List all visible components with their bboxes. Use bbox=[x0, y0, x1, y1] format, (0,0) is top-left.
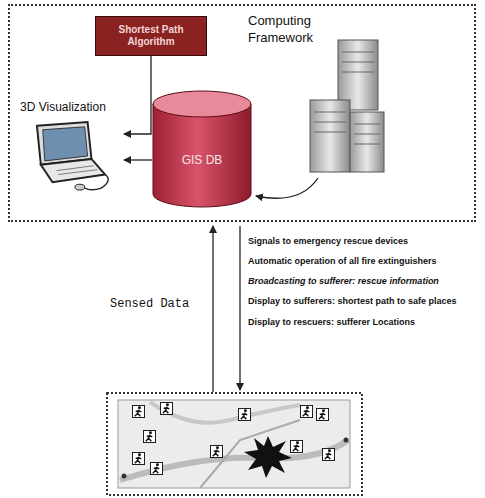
node-label: Shortest Path Algorithm bbox=[101, 24, 201, 48]
sensed-data-label: Sensed Data bbox=[110, 297, 189, 311]
node-label: 3D Visualization bbox=[20, 100, 124, 114]
server-rack bbox=[310, 40, 384, 172]
framework-box: Computing Framework Shortest Path Algorit… bbox=[8, 4, 476, 222]
node-label: GIS DB bbox=[182, 153, 223, 167]
database-cylinder: GIS DB bbox=[152, 90, 252, 208]
action-item: Display to rescuers: sufferer Locations bbox=[248, 317, 415, 327]
sensed-data-arrow bbox=[212, 226, 213, 392]
disaster-scene bbox=[107, 393, 362, 495]
sync-arrow bbox=[256, 178, 318, 198]
action-item: Broadcasting to sufferer: rescue informa… bbox=[248, 276, 439, 286]
laptop-icon bbox=[22, 120, 122, 194]
cylinder-outline bbox=[152, 90, 252, 208]
connector-arrow bbox=[124, 159, 152, 160]
action-item: Display to sufferers: shortest path to s… bbox=[248, 296, 457, 306]
algorithm-box: Shortest Path Algorithm bbox=[95, 16, 207, 56]
framework-heading: Computing Framework bbox=[248, 12, 360, 46]
action-item: Automatic operation of all fire extingui… bbox=[248, 256, 437, 266]
command-arrow bbox=[239, 226, 240, 390]
connector-arrow bbox=[124, 56, 151, 134]
visualization-node: 3D Visualization bbox=[20, 100, 124, 196]
action-item: Signals to emergency rescue devices bbox=[248, 236, 408, 246]
